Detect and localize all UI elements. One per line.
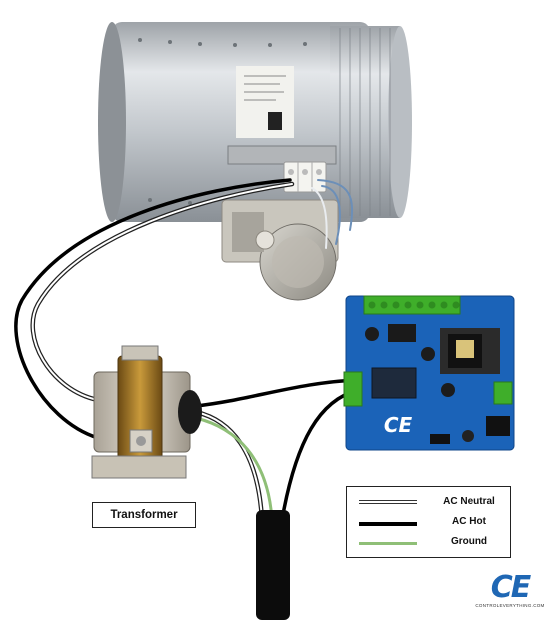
wire-ac-neutral-damper xyxy=(30,181,295,403)
damper-terminal-block xyxy=(283,161,327,193)
wire-ac-hot-damper xyxy=(14,178,292,440)
logo-letters: CE xyxy=(490,570,532,605)
transformer-label-text: Transformer xyxy=(110,509,178,521)
board-ce-badge: CE xyxy=(384,413,413,437)
legend-label-ground: Ground xyxy=(450,536,488,547)
wire-legend: AC Neutral AC Hot Ground xyxy=(346,486,511,558)
wire-ground-cord xyxy=(194,416,274,522)
legend-row-hot: AC Hot xyxy=(347,515,510,531)
power-cord xyxy=(256,510,290,620)
board-relay-terminal xyxy=(343,371,363,407)
legend-row-ground: Ground xyxy=(347,535,510,551)
damper-rating-label xyxy=(236,66,294,138)
wire-ac-hot-board xyxy=(194,378,360,522)
legend-label-neutral: AC Neutral xyxy=(443,496,495,507)
board-terminal-row xyxy=(363,295,461,315)
legend-swatch-hot xyxy=(359,522,417,526)
legend-swatch-ground xyxy=(359,542,417,545)
controller-board: CE xyxy=(343,295,515,451)
controleverything-logo: CE CONTROLEVERYTHING.COM xyxy=(470,572,550,612)
transformer-label: Transformer xyxy=(92,502,196,528)
board-relay xyxy=(371,367,417,399)
motor-leads xyxy=(311,179,354,249)
wire-ac-neutral-cord xyxy=(193,409,265,523)
board-chip xyxy=(388,324,416,342)
transformer xyxy=(91,345,202,479)
logo-caption: CONTROLEVERYTHING.COM xyxy=(475,603,545,608)
legend-swatch-neutral xyxy=(359,500,417,504)
board-power-terminal xyxy=(493,381,513,405)
board-dc-jack xyxy=(486,416,510,436)
legend-row-neutral: AC Neutral xyxy=(347,495,510,511)
damper-duct xyxy=(98,22,412,222)
damper-actuator xyxy=(221,145,339,301)
legend-label-hot: AC Hot xyxy=(452,516,486,527)
